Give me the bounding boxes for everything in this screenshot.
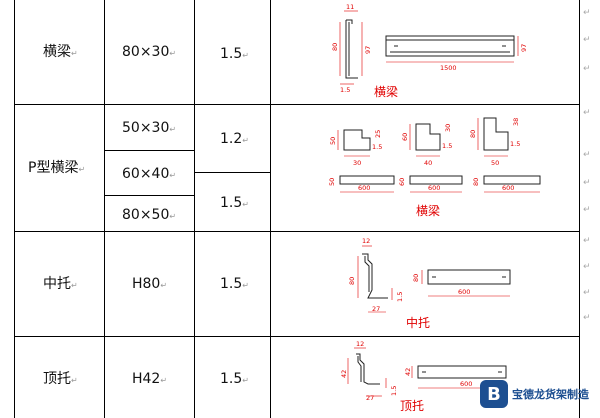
logo-text: 宝德龙货架制造 [512, 388, 589, 401]
p1-h: 50 [329, 137, 337, 145]
row-4-thickness: 1.5↵ [220, 371, 249, 387]
top-side: 42 [404, 368, 412, 376]
margin-mark: ↵ [583, 8, 591, 18]
margin-mark: ↵ [583, 313, 591, 323]
top-support-drawing [356, 353, 507, 385]
p2-n: 30 [444, 124, 452, 132]
row-3-label: 中托 [406, 315, 430, 330]
row-2-name: P型横梁↵ [28, 160, 86, 176]
logo-mark-icon: B [480, 380, 508, 408]
middle-support-drawing [362, 253, 511, 299]
margin-mark: ↵ [583, 178, 591, 188]
beam2-len: 600 [428, 184, 440, 192]
row-4-name: 顶托↵ [43, 371, 78, 387]
beam3-len: 600 [502, 184, 514, 192]
row-3-name: 中托↵ [43, 276, 78, 292]
margin-mark: ↵ [583, 262, 591, 272]
beam1-h: 50 [328, 178, 336, 186]
margin-mark: ↵ [583, 205, 591, 215]
row-3-size: H80↵ [132, 276, 168, 292]
margin-mark: ↵ [583, 108, 591, 118]
dim-side: 97 [520, 44, 528, 52]
row-2-size-2: 60×40↵ [122, 166, 177, 182]
row-1-label: 横梁 [374, 84, 398, 99]
margin-mark: ↵ [583, 236, 591, 246]
p1-t: 1.5 [372, 143, 382, 151]
row-2-thickness-1: 1.2↵ [220, 131, 249, 147]
p1-w: 30 [353, 159, 361, 167]
row-1-name: 横梁↵ [43, 44, 78, 60]
dim-h1: 80 [331, 43, 339, 51]
beam3-h: 80 [472, 178, 480, 186]
margin-mark: ↵ [583, 35, 591, 45]
p3-n: 38 [512, 118, 520, 126]
top-top: 12 [356, 340, 364, 348]
margin-mark: ↵ [583, 288, 591, 298]
beam-drawing [345, 19, 515, 79]
p3-w: 50 [491, 159, 499, 167]
mid-side: 80 [412, 274, 420, 282]
row-2-size-1: 50×30↵ [122, 120, 177, 136]
dim-len: 1500 [440, 64, 457, 72]
top-h: 42 [340, 370, 348, 378]
beam1-len: 600 [358, 184, 370, 192]
row-2-label: 横梁 [416, 203, 440, 218]
row-1-size: 80×30↵ [122, 44, 177, 60]
row-4-size: H42↵ [132, 371, 168, 387]
dim-top: 11 [346, 3, 354, 11]
company-logo: B 宝德龙货架制造 [480, 376, 598, 412]
p3-h: 80 [469, 130, 477, 138]
beam2-h: 60 [398, 178, 406, 186]
mid-t: 1.5 [396, 292, 404, 302]
mid-h: 80 [348, 277, 356, 285]
row-3-thickness: 1.5↵ [220, 276, 249, 292]
p3-t: 1.5 [510, 140, 520, 148]
p1-n: 25 [374, 130, 382, 138]
row-1-thickness: 1.5↵ [220, 46, 249, 62]
dim-t: 1.5 [340, 86, 350, 94]
row-2-size-3: 80×50↵ [122, 207, 177, 223]
dim-h2: 97 [364, 46, 372, 54]
mid-base: 27 [372, 305, 380, 313]
mid-len: 600 [458, 288, 470, 296]
mid-top: 12 [362, 237, 370, 245]
p-beam-profiles [343, 117, 509, 151]
p2-w: 40 [424, 159, 432, 167]
p2-t: 1.5 [442, 142, 452, 150]
top-len: 600 [460, 380, 472, 388]
p2-h: 60 [401, 133, 409, 141]
p-beam-lengths [339, 175, 541, 185]
row-4-label: 顶托 [400, 399, 424, 413]
margin-mark: ↵ [583, 64, 591, 74]
margin-mark: ↵ [583, 150, 591, 160]
top-t: 1.5 [390, 386, 398, 396]
top-base: 27 [366, 394, 374, 402]
row-2-thickness-2: 1.5↵ [220, 195, 249, 211]
